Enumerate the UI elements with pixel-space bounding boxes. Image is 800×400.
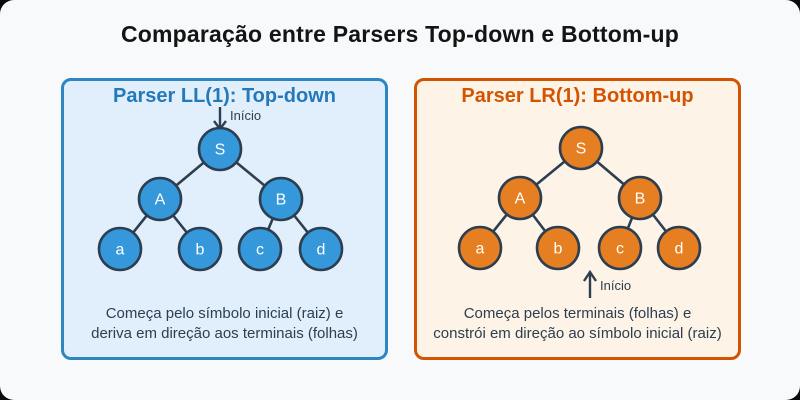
tree-node-a-leaf: a — [457, 225, 503, 271]
node-label-c-leaf: c — [256, 242, 264, 259]
node-label-s: S — [215, 142, 226, 159]
tree-node-d-leaf: d — [298, 226, 344, 272]
node-label-a-upper: A — [515, 191, 526, 208]
node-label-a-leaf: a — [476, 241, 485, 258]
node-label-s: S — [576, 141, 587, 158]
panel-topdown-title: Parser LL(1): Top-down — [113, 85, 336, 107]
node-label-b-leaf: b — [554, 241, 563, 258]
tree-node-d-leaf: d — [656, 225, 702, 271]
panel-topdown: Início S A B — [61, 78, 388, 360]
panel-bottomup: S A B a b c d — [414, 78, 741, 360]
tree-node-b-upper: B — [258, 176, 304, 222]
node-label-a-leaf: a — [116, 242, 125, 259]
node-label-b-upper: B — [276, 192, 287, 209]
tree-node-s: S — [558, 125, 604, 171]
tree-node-s: S — [197, 126, 243, 172]
tree-node-a-upper: A — [497, 175, 543, 221]
topdown-tree-diagram: Início S A B — [97, 107, 344, 272]
tree-node-a-upper: A — [137, 176, 183, 222]
node-label-b-leaf: b — [196, 242, 205, 259]
caption-line-2: constrói em direção ao símbolo inicial (… — [433, 325, 722, 342]
tree-node-b-upper: B — [617, 175, 663, 221]
node-label-d-leaf: d — [675, 241, 684, 258]
bottomup-tree-diagram: S A B a b c d — [457, 125, 702, 298]
tree-node-c-leaf: c — [237, 226, 283, 272]
node-label-d-leaf: d — [317, 242, 326, 259]
caption-line-1: Começa pelo símbolo inicial (raiz) e — [105, 305, 344, 322]
inicio-up-arrow: Início — [583, 269, 631, 298]
caption-line-1: Começa pelos terminais (folhas) e — [463, 305, 692, 322]
node-label-a-upper: A — [155, 192, 166, 209]
inicio-label: Início — [230, 108, 261, 123]
tree-node-c-leaf: c — [597, 225, 643, 271]
tree-node-b-leaf: b — [177, 226, 223, 272]
inicio-label: Início — [600, 278, 631, 293]
node-label-c-leaf: c — [616, 241, 624, 258]
panel-bottomup-caption: Começa pelos terminais (folhas) e constr… — [417, 304, 738, 344]
caption-line-2: deriva em direção aos terminais (folhas) — [91, 325, 358, 342]
panel-topdown-caption: Começa pelo símbolo inicial (raiz) e der… — [64, 304, 385, 344]
inicio-down-arrow: Início — [213, 107, 261, 131]
panel-bottomup-title: Parser LR(1): Bottom-up — [461, 85, 694, 107]
tree-node-a-leaf: a — [97, 226, 143, 272]
page-title: Comparação entre Parsers Top-down e Bott… — [120, 21, 680, 47]
node-label-b-upper: B — [635, 191, 646, 208]
tree-node-b-leaf: b — [535, 225, 581, 271]
